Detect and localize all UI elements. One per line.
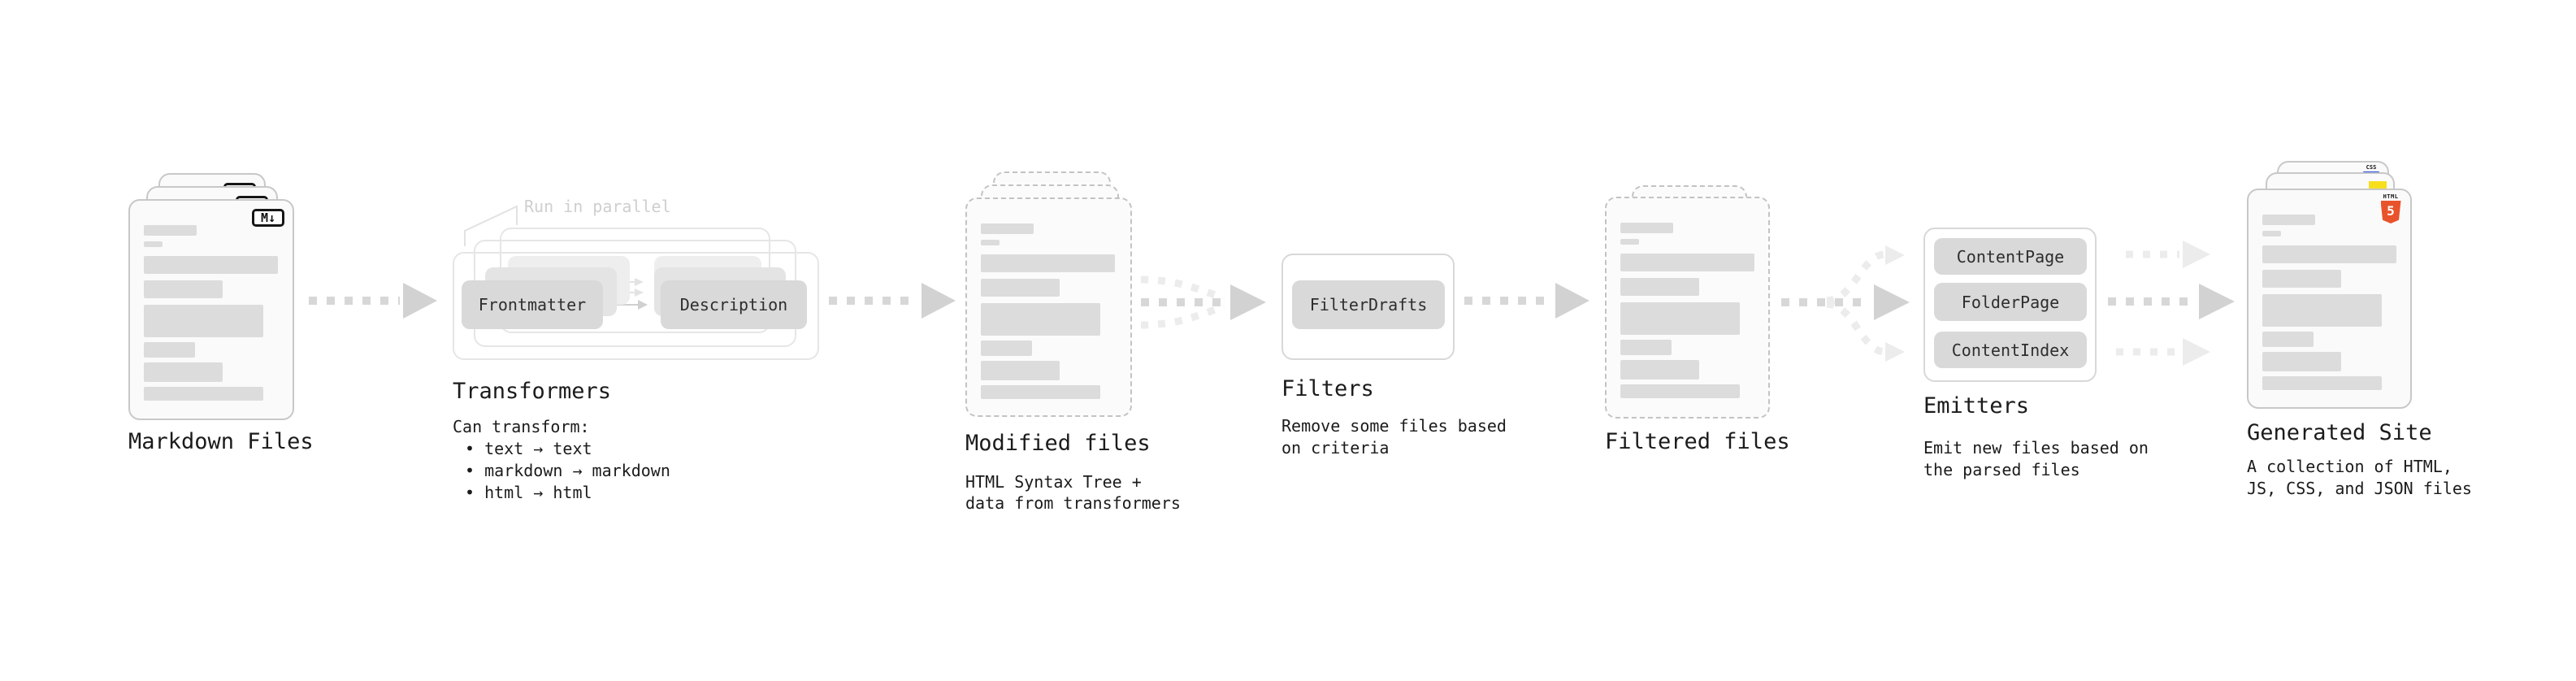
arrow-heads <box>403 283 2235 320</box>
doc-line <box>2262 245 2396 263</box>
doc-line <box>981 361 1060 380</box>
caption-line: HTML Syntax Tree + <box>965 472 1142 492</box>
filters-box <box>1281 254 1455 360</box>
doc-line <box>2262 332 2314 347</box>
generated-caption: A collection of HTML, JS, CSS, and JSON … <box>2247 456 2472 500</box>
doc-line <box>144 225 197 236</box>
doc-line <box>2262 215 2315 225</box>
doc-line <box>144 241 163 247</box>
fork-curve-bottom <box>1826 300 1885 356</box>
arrow-dash-lines <box>309 297 2196 306</box>
caption-line: JS, CSS, and JSON files <box>2247 479 2472 498</box>
stage-label-transformers: Transformers <box>453 379 612 404</box>
transformers-caption: Can transform: • text → text • markdown … <box>453 416 670 504</box>
doc-line <box>981 385 1100 399</box>
html5-icon: HTML 5 <box>2380 193 2401 223</box>
js-file-icon <box>2369 181 2387 189</box>
caption-line: A collection of HTML, <box>2247 457 2452 476</box>
doc-line <box>144 342 195 358</box>
faint-arrow-heads <box>1885 241 2210 366</box>
doc-line <box>144 305 263 337</box>
doc-line <box>1620 278 1699 296</box>
doc-line <box>1620 360 1699 380</box>
file-card-front: HTML 5 <box>2247 189 2412 409</box>
doc-line <box>981 279 1060 297</box>
doc-line <box>981 303 1100 336</box>
file-card-front <box>965 197 1132 417</box>
stage-label-filters: Filters <box>1281 376 1374 401</box>
folderpage-node: FolderPage <box>1934 283 2087 321</box>
modified-caption: HTML Syntax Tree + data from transformer… <box>965 471 1181 514</box>
contentindex-node: ContentIndex <box>1934 332 2087 368</box>
doc-line <box>2262 352 2341 371</box>
caption-line: Remove some files based <box>1281 416 1507 436</box>
frontmatter-node: Frontmatter <box>462 280 603 329</box>
transformer-panel-front <box>453 252 819 360</box>
filterdrafts-node: FilterDrafts <box>1292 280 1445 329</box>
caption-line: the parsed files <box>1923 460 2080 479</box>
stage-label-emitters: Emitters <box>1923 393 2030 419</box>
doc-line <box>144 256 278 274</box>
html5-icon-shield: 5 <box>2380 201 2401 223</box>
css-icon-label: CSS <box>2366 164 2377 171</box>
doc-line <box>144 362 223 382</box>
doc-line <box>2262 270 2341 288</box>
doc-line <box>1620 384 1740 398</box>
merge-curve-bottom <box>1140 302 1225 329</box>
caption-line: Can transform: <box>453 417 590 436</box>
emitters-box <box>1923 228 2097 382</box>
caption-line: data from transformers <box>965 493 1181 513</box>
doc-line <box>981 340 1032 356</box>
stage-label-modified-files: Modified files <box>965 431 1151 456</box>
doc-line <box>981 240 1000 245</box>
caption-line: on criteria <box>1281 438 1390 458</box>
doc-line <box>144 280 223 298</box>
doc-line <box>2262 376 2382 390</box>
run-in-parallel-annotation: Run in parallel <box>524 197 671 216</box>
stage-label-markdown-files: Markdown Files <box>128 429 314 454</box>
caption-bullet: • html → html <box>465 483 592 502</box>
parallel-leader-line <box>464 205 518 246</box>
doc-line <box>2262 231 2281 236</box>
stage-label-filtered-files: Filtered files <box>1605 429 1790 454</box>
doc-line <box>981 223 1034 234</box>
caption-bullet: • markdown → markdown <box>465 461 670 480</box>
fork-curve-top <box>1826 250 1885 305</box>
caption-line: Emit new files based on <box>1923 438 2149 458</box>
caption-bullet: • text → text <box>465 439 592 458</box>
stage-label-generated-site: Generated Site <box>2247 420 2432 445</box>
doc-line <box>1620 223 1673 233</box>
description-node: Description <box>661 280 807 329</box>
file-card-front <box>1605 197 1770 419</box>
merge-curve-top <box>1140 275 1225 302</box>
emitters-caption: Emit new files based on the parsed files <box>1923 437 2149 481</box>
html5-icon-label: HTML <box>2383 193 2399 200</box>
doc-line <box>981 254 1115 272</box>
file-card-front: M↓ <box>128 199 294 420</box>
markdown-icon: M↓ <box>252 209 284 227</box>
doc-line <box>2262 294 2382 327</box>
contentpage-node: ContentPage <box>1934 238 2087 275</box>
doc-line <box>144 387 263 401</box>
doc-line <box>1620 254 1754 271</box>
filters-caption: Remove some files based on criteria <box>1281 415 1507 459</box>
doc-line <box>1620 239 1639 245</box>
merge-fork-curves <box>1140 250 2179 356</box>
doc-line <box>1620 302 1740 335</box>
doc-line <box>1620 340 1672 355</box>
